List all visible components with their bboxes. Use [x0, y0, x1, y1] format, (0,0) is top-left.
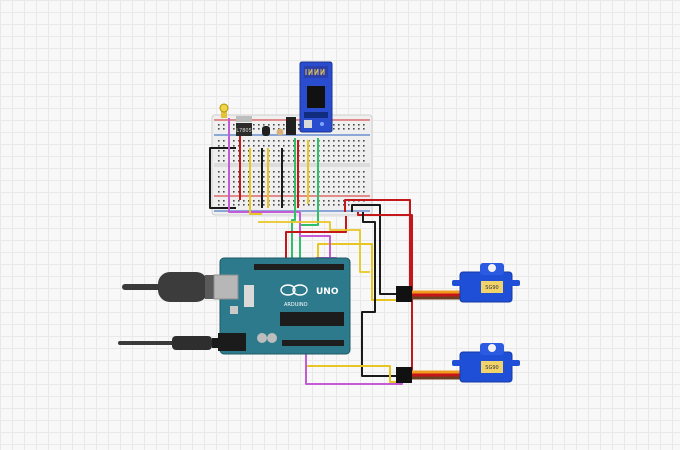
wire-yellow-top [258, 221, 370, 273]
analog-header[interactable] [282, 340, 344, 346]
capacitor[interactable] [262, 126, 270, 136]
usb-port[interactable] [213, 274, 239, 300]
resistor[interactable] [276, 128, 284, 136]
servo-2-lead [396, 367, 460, 383]
wire-green-bt-tx [291, 138, 296, 268]
atmega-chip [280, 312, 344, 326]
arduino-model-label: UNO [316, 287, 339, 297]
breadboard-holes [218, 124, 365, 206]
breadboard[interactable] [211, 114, 373, 216]
arduino-uno-board[interactable]: UNO ARDUINO [213, 257, 351, 355]
digital-header[interactable] [254, 264, 344, 270]
wire-black-servo2-gnd [361, 212, 398, 377]
servo-2-label: SG90 [485, 365, 498, 371]
wire-red-arduino-power [285, 216, 347, 268]
servo-1-lead [396, 286, 460, 302]
usb-cable [122, 272, 220, 302]
wire-yellow-arduino-down [305, 356, 398, 383]
bluetooth-module[interactable] [299, 61, 333, 133]
arduino-logo [280, 284, 308, 296]
regulator-label: L7805 [236, 128, 252, 134]
capacitor-2 [267, 333, 277, 343]
wire-yellow-servo-signal [317, 243, 398, 301]
breadboard-center-channel [214, 163, 370, 167]
crystal [244, 285, 254, 307]
wire-black-breadboard-loop [209, 147, 236, 209]
arduino-brand-label: ARDUINO [284, 302, 308, 308]
dc-power-jack[interactable] [218, 333, 246, 351]
wires [209, 118, 413, 385]
wire-black-servo1-gnd [351, 204, 398, 295]
servo-motor-1[interactable]: SG90 [452, 263, 520, 303]
wire-yellow-regulator [249, 148, 262, 215]
dc-jack-input[interactable] [219, 103, 229, 118]
servo-motor-2[interactable]: SG90 [452, 343, 520, 383]
power-rail-bottom-positive [214, 195, 370, 197]
diode[interactable] [286, 117, 296, 135]
power-cable [118, 336, 222, 350]
antenna-trace [305, 68, 325, 76]
servo-1-label: SG90 [485, 285, 498, 291]
voltage-regulator[interactable]: L7805 [236, 116, 252, 136]
reset-button[interactable] [230, 306, 238, 314]
wire-purple-regulator [228, 118, 300, 213]
wire-green-bt-rx [299, 138, 319, 268]
capacitor-1 [257, 333, 267, 343]
